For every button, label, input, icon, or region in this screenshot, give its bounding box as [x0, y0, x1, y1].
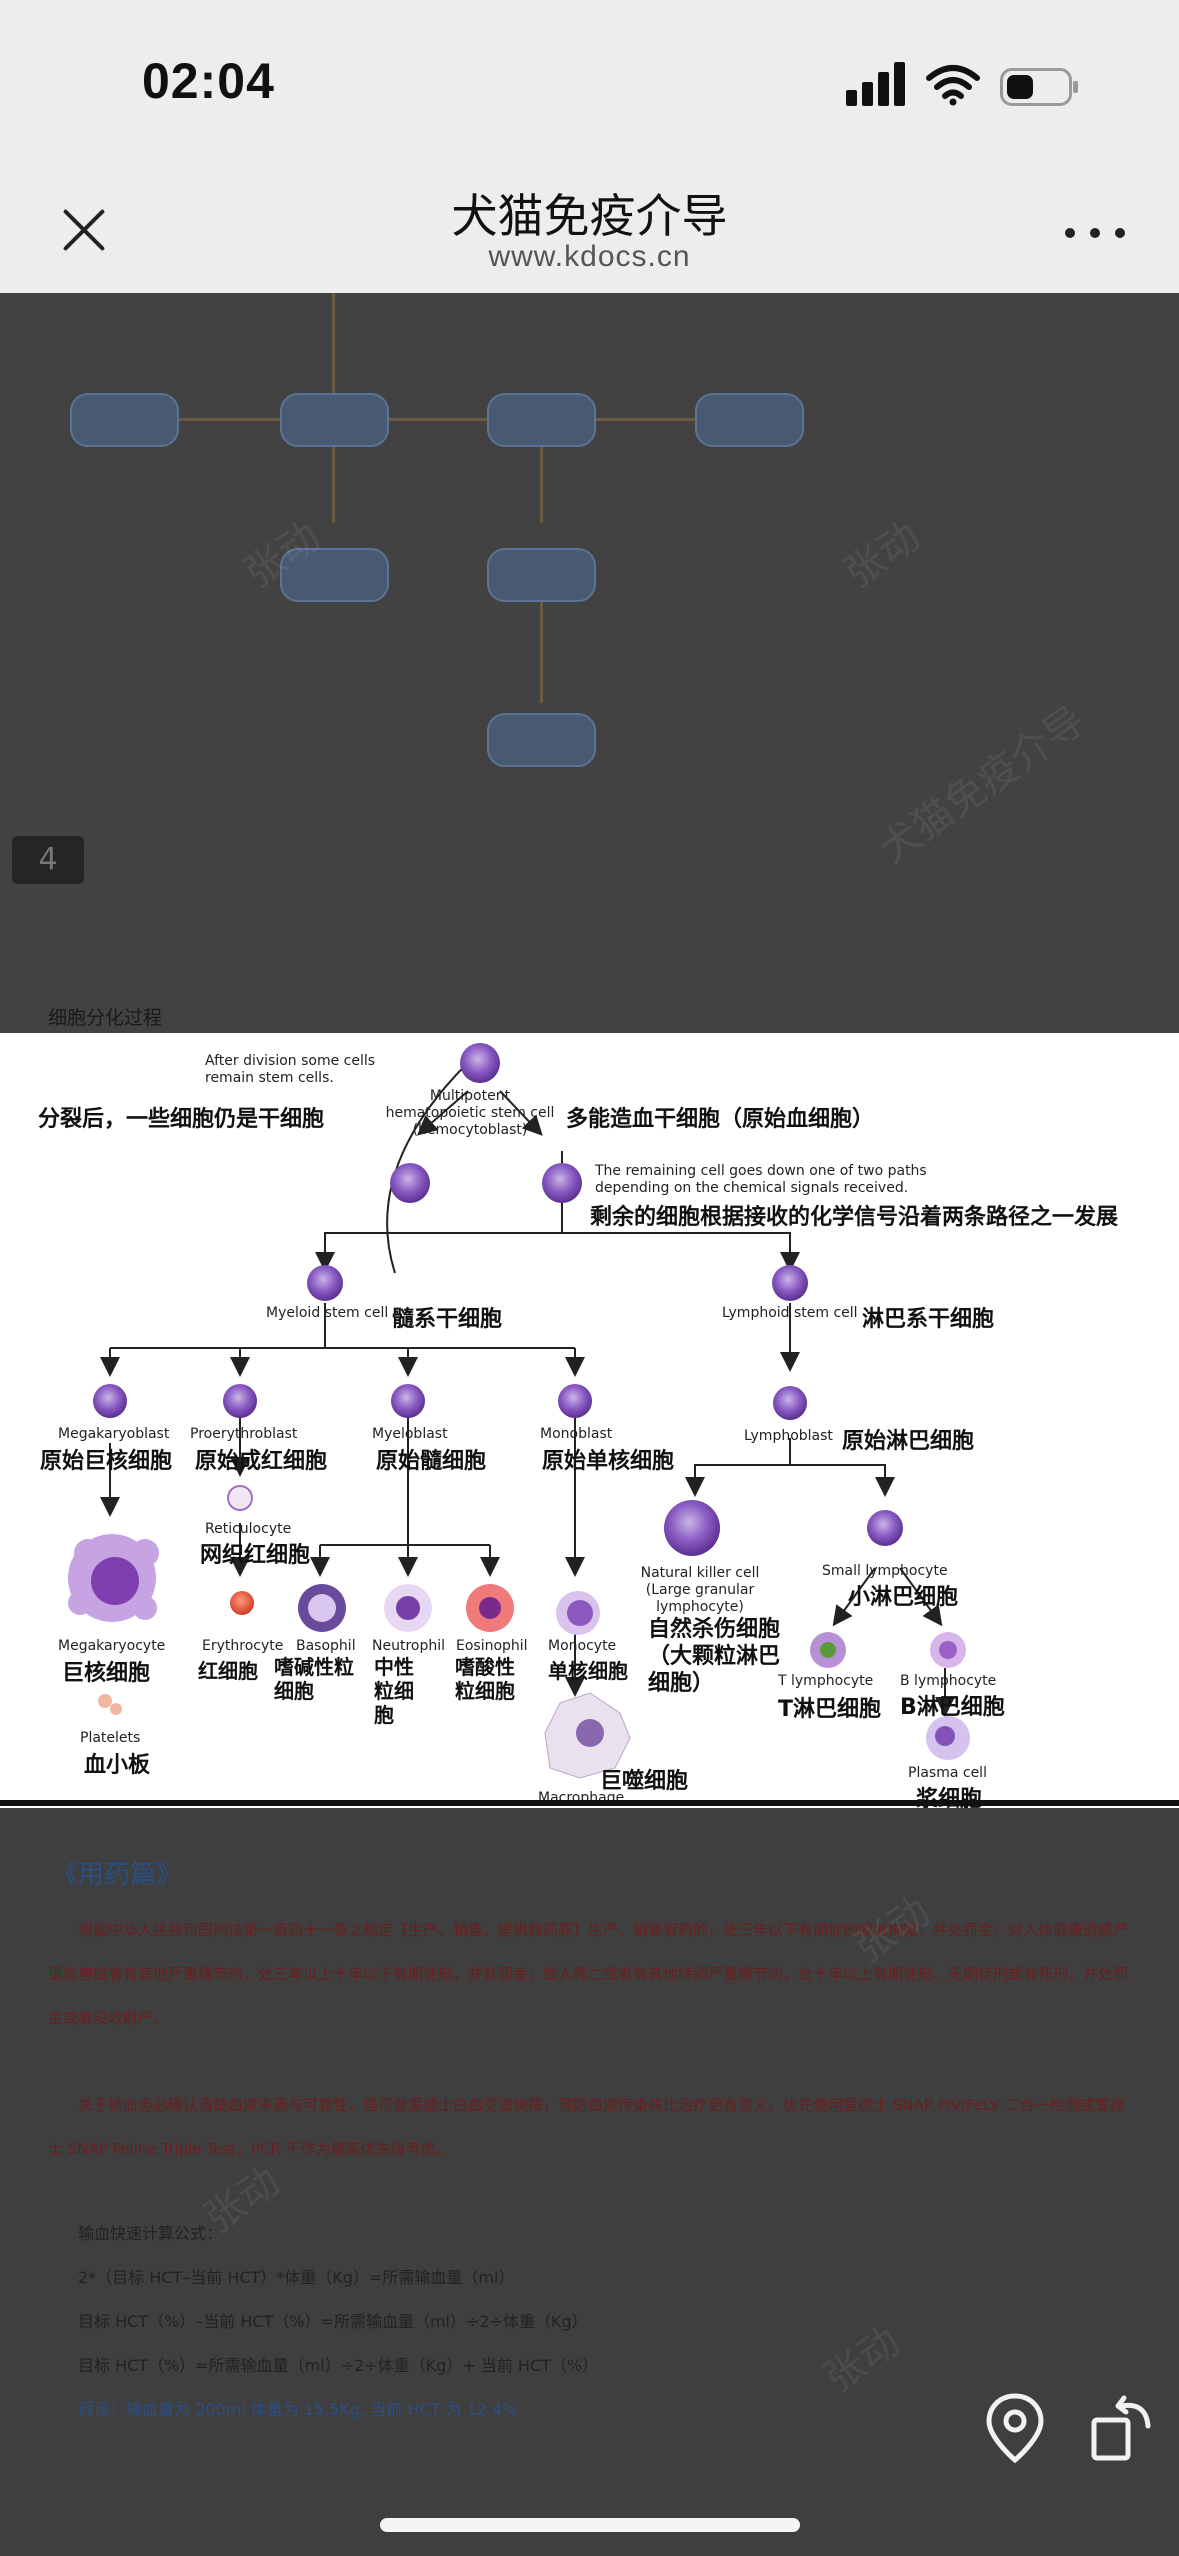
label-reticulocyte-cn: 网织红细胞 [200, 1543, 311, 1568]
label-basophil-en: Basophil [296, 1638, 356, 1654]
formula-line-1: 2*（目标 HCT–当前 HCT）*体重（Kg）=所需输血量（ml） [78, 2268, 515, 2287]
paragraph-transfusion: 关于输血务必确认清楚血液来源与可靠性，猫可做爱德士白血艾滋快筛，预防血液传染病比… [48, 2096, 1125, 2158]
page-number-badge: 4 [12, 836, 84, 884]
label-platelets-en: Platelets [80, 1730, 141, 1746]
label-erythrocyte-en: Erythrocyte [202, 1638, 284, 1654]
label-myeloid-en: Myeloid stem cell [266, 1305, 389, 1321]
diagram-lines [68, 1043, 970, 1779]
formula-example: 假设：输血量为 200ml 体重为 15.5Kg, 当前 HCT 为 12.4% [78, 2400, 518, 2419]
status-time: 02:04 [142, 53, 275, 109]
nav-bar: 犬猫免疫介导 www.kdocs.cn [0, 160, 1179, 293]
page-title: 犬猫免疫介导 [451, 189, 728, 243]
label-neutrophil-en: Neutrophil [372, 1638, 446, 1654]
cell-megakaryocyte [68, 1534, 159, 1622]
label-multipotent-cn: 多能造血干细胞（原始血细胞） [566, 1107, 875, 1132]
label-lymphoblast-en: Lymphoblast [744, 1428, 833, 1444]
label-macrophage-cn: 巨噬细胞 [600, 1769, 689, 1794]
label-basophil-cn: 嗜碱性粒细胞 [274, 1655, 354, 1703]
location-icon[interactable] [984, 2392, 1046, 2464]
label-nk-cn: 自然杀伤细胞（大颗粒淋巴细胞） [648, 1617, 781, 1696]
label-erythrocyte-cn: 红细胞 [198, 1659, 258, 1683]
label-myeloblast-en: Myeloblast [372, 1426, 448, 1442]
label-megakaryoblast-cn: 原始巨核细胞 [40, 1449, 173, 1474]
label-multipotent-en: Multipotent hematopoietic stem cell (hem… [385, 1088, 555, 1138]
label-neutrophil-cn: 中性粒细胞 [374, 1655, 414, 1727]
label-megakaryocyte-cn: 巨核细胞 [62, 1661, 151, 1686]
battery-icon [1000, 68, 1078, 106]
label-plasma-en: Plasma cell [908, 1765, 987, 1781]
section-title: 《用药篇》 [52, 1860, 183, 1890]
label-b-en: B lymphocyte [900, 1673, 997, 1689]
label-monoblast-cn: 原始单核细胞 [542, 1449, 675, 1474]
label-myeloid-cn: 髓系干细胞 [392, 1307, 503, 1332]
wifi-icon [926, 65, 980, 106]
status-bar: 02:04 [0, 0, 1179, 160]
label-myeloblast-cn: 原始髓细胞 [376, 1449, 487, 1474]
label-t-cn: T淋巴细胞 [778, 1697, 882, 1722]
label-remaining-en: The remaining cell goes down one of two … [595, 1163, 927, 1196]
label-lymphoid-cn: 淋巴系干细胞 [862, 1307, 995, 1332]
label-division-note-en: After division some cells remain stem ce… [205, 1053, 376, 1086]
label-monoblast-en: Monoblast [540, 1426, 613, 1442]
document-text-section: 《用药篇》 根据中华人民共和国刑法第一百四十一条之规定【生产、销售、提供假药罪】… [0, 1808, 1179, 2556]
label-lymphoblast-cn: 原始淋巴细胞 [842, 1429, 975, 1454]
label-megakaryocyte-en: Megakaryocyte [58, 1638, 166, 1654]
label-remaining-cn: 剩余的细胞根据接收的化学信号沿着两条路径之一发展 [590, 1205, 1119, 1230]
label-small-lymph-cn: 小淋巴细胞 [848, 1585, 959, 1610]
label-eosinophil-cn: 嗜酸性粒细胞 [455, 1655, 515, 1703]
label-division-note-cn: 分裂后，一些细胞仍是干细胞 [38, 1107, 325, 1132]
label-monocyte-en: Monocyte [548, 1638, 617, 1654]
page-url: www.kdocs.cn [488, 240, 691, 273]
label-proerythroblast-en: Proerythroblast [190, 1426, 298, 1442]
label-monocyte-cn: 单核细胞 [548, 1659, 628, 1683]
label-eosinophil-en: Eosinophil [456, 1638, 528, 1654]
document-page-previous: 4 细胞分化过程 张动 张动 犬猫免疫介导 [0, 293, 1179, 1033]
paragraph-law: 根据中华人民共和国刑法第一百四十一条之规定【生产、销售、提供假药罪】生产、销售假… [48, 1921, 1129, 2027]
label-nk-en: Natural killer cell (Large granular lymp… [640, 1565, 760, 1615]
label-platelets-cn: 血小板 [84, 1753, 151, 1778]
diagram-caption: 细胞分化过程 [48, 1007, 163, 1029]
more-options-button[interactable] [1065, 222, 1125, 242]
formula-title: 输血快速计算公式： [78, 2224, 223, 2243]
formula-line-3: 目标 HCT（%）=所需输血量（ml）÷2÷体重（Kg）+ 当前 HCT（%） [78, 2356, 599, 2375]
formula-line-2: 目标 HCT（%）–当前 HCT（%）=所需输血量（ml）÷2÷体重（Kg） [78, 2312, 588, 2331]
diagram-bottom-border [0, 1800, 1179, 1806]
label-b-cn: B淋巴细胞 [900, 1695, 1005, 1720]
cell-multipotent-stem [460, 1043, 500, 1083]
label-t-en: T lymphocyte [778, 1673, 874, 1689]
label-proerythroblast-cn: 原始成红细胞 [195, 1449, 328, 1474]
label-megakaryoblast-en: Megakaryoblast [58, 1426, 170, 1442]
cell-differentiation-diagram: After division some cells remain stem ce… [0, 1033, 1179, 1808]
rotate-screen-icon[interactable] [1088, 2394, 1158, 2464]
label-lymphoid-en: Lymphoid stem cell [722, 1305, 858, 1321]
home-indicator[interactable] [380, 2518, 800, 2532]
label-reticulocyte-en: Reticulocyte [205, 1521, 292, 1537]
label-small-lymph-en: Small lymphocyte [822, 1563, 948, 1579]
signal-icon [846, 62, 906, 106]
